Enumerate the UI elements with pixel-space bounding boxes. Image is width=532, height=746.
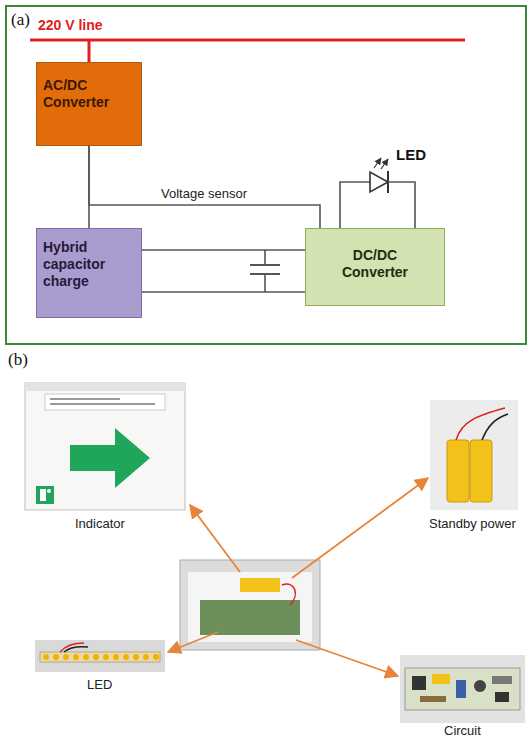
wire bbox=[142, 291, 305, 293]
capacitor-symbol bbox=[250, 264, 280, 266]
circuit-photo bbox=[405, 668, 520, 710]
circuit-photo bbox=[495, 692, 509, 702]
indicator-sign bbox=[70, 428, 150, 488]
housing-photo bbox=[188, 572, 312, 642]
node-text: AC/DC Converter bbox=[43, 77, 135, 111]
battery-photo bbox=[482, 414, 508, 440]
wire-connector bbox=[142, 249, 305, 251]
panel-frame: (a) AC/DC ConverterHybrid capacitor charg… bbox=[5, 5, 527, 345]
led-symbol bbox=[340, 158, 415, 228]
node-text: Hybrid capacitor charge bbox=[43, 239, 135, 289]
battery-photo bbox=[430, 400, 518, 510]
led-strip-photo bbox=[133, 654, 139, 660]
process-box: AC/DC Converter bbox=[36, 62, 142, 146]
led-strip-photo bbox=[40, 652, 160, 662]
leader-arrow bbox=[168, 478, 428, 676]
process-box: DC/DC Converter bbox=[305, 228, 445, 306]
circuit-photo bbox=[474, 680, 486, 692]
led-strip-photo bbox=[83, 654, 89, 660]
led-strip-photo bbox=[73, 654, 79, 660]
battery-photo bbox=[456, 408, 505, 440]
battery-photo bbox=[470, 440, 492, 502]
panel-label: (b) bbox=[8, 350, 28, 370]
circuit-photo bbox=[412, 676, 426, 690]
led-strip-photo bbox=[63, 654, 69, 660]
led-strip-photo bbox=[43, 654, 49, 660]
part-caption: Indicator bbox=[75, 517, 125, 532]
power-line bbox=[88, 40, 91, 62]
edge-label: Voltage sensor bbox=[159, 187, 249, 202]
battery-photo bbox=[447, 440, 469, 502]
housing-photo bbox=[240, 578, 280, 592]
part-caption: LED bbox=[87, 678, 112, 693]
indicator-sign bbox=[40, 489, 46, 501]
led-strip-photo bbox=[64, 647, 88, 652]
led-strip-photo bbox=[113, 654, 119, 660]
power-line bbox=[30, 40, 465, 62]
indicator-sign bbox=[47, 489, 51, 493]
led-strip-photo bbox=[35, 640, 165, 672]
part-caption: Circuit bbox=[444, 724, 481, 739]
circuit-photo bbox=[432, 674, 450, 684]
led-symbol bbox=[374, 158, 381, 168]
capacitor-symbol bbox=[250, 250, 280, 292]
led-strip-photo bbox=[35, 640, 165, 672]
circuit-photo bbox=[420, 696, 446, 702]
led-symbol bbox=[388, 182, 415, 228]
node-text: (a) bbox=[11, 10, 30, 30]
leader-arrow bbox=[190, 505, 240, 572]
part-caption: Standby power bbox=[429, 517, 516, 532]
led-symbol bbox=[370, 172, 388, 192]
leader-arrow bbox=[168, 632, 218, 652]
indicator-sign bbox=[45, 394, 165, 410]
circuit-photo bbox=[400, 655, 525, 723]
component-label: LED bbox=[396, 146, 426, 163]
led-strip-photo bbox=[53, 654, 59, 660]
line-label: 220 V line bbox=[38, 17, 103, 33]
housing-photo bbox=[282, 584, 295, 605]
indicator-sign bbox=[50, 398, 120, 400]
led-symbol bbox=[381, 159, 388, 169]
indicator-sign bbox=[50, 403, 155, 405]
indicator-sign bbox=[25, 383, 185, 391]
circuit-photo bbox=[492, 676, 512, 684]
led-strip-photo bbox=[153, 654, 159, 660]
wire-connector bbox=[89, 146, 320, 228]
led-strip-photo bbox=[93, 654, 99, 660]
housing-photo bbox=[200, 600, 300, 635]
led-symbol bbox=[340, 182, 370, 228]
indicator-sign bbox=[25, 383, 185, 510]
led-strip-photo bbox=[143, 654, 149, 660]
leader-arrow bbox=[296, 640, 398, 676]
power-line bbox=[30, 39, 465, 42]
leader-arrow bbox=[292, 478, 428, 578]
process-box: Hybrid capacitor charge bbox=[36, 228, 142, 318]
circuit-photo bbox=[400, 655, 525, 723]
battery-photo bbox=[430, 400, 518, 510]
indicator-sign bbox=[36, 486, 54, 504]
circuit-photo bbox=[456, 680, 466, 698]
capacitor-symbol bbox=[264, 250, 266, 265]
led-strip-photo bbox=[103, 654, 109, 660]
node-text: DC/DC Converter bbox=[328, 247, 423, 281]
indicator-sign bbox=[25, 383, 185, 510]
capacitor-symbol bbox=[264, 274, 266, 292]
wire bbox=[142, 291, 305, 293]
led-strip-photo bbox=[123, 654, 129, 660]
